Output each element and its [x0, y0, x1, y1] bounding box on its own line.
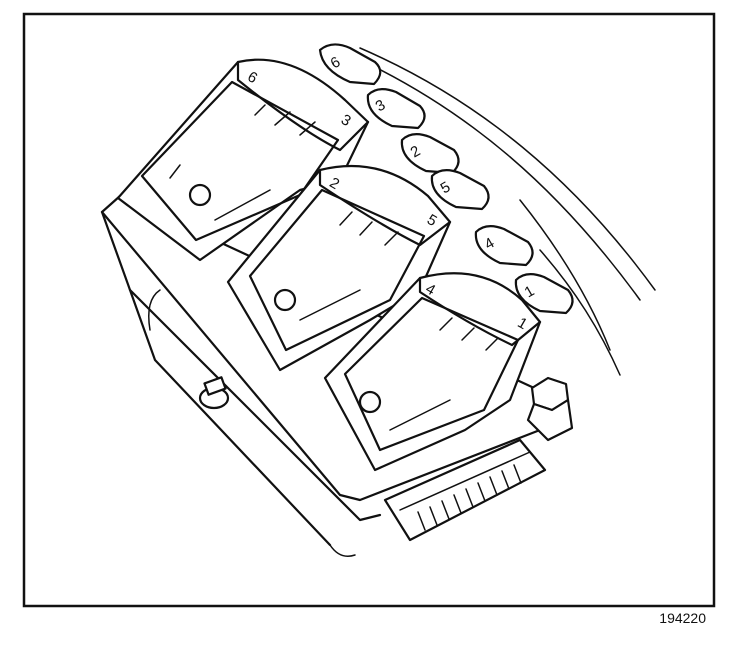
spark-plug-wires: [349, 47, 656, 376]
wire-boot-1: 1: [514, 273, 574, 315]
coil-pack-c: 4 1: [323, 272, 542, 472]
figure-code: 194220: [659, 610, 706, 626]
wire-boot-6: 6: [318, 43, 382, 86]
wire-boot-5: 5: [430, 169, 490, 211]
mounting-bolt-right: [526, 376, 574, 442]
wire-boot-3: 3: [366, 88, 426, 130]
wire-boot-4: 4: [474, 225, 534, 267]
wire-boot-2: 2: [400, 133, 460, 175]
coil-pack-a: 6 3: [116, 58, 370, 262]
mounting-bolt-left: [198, 376, 230, 410]
coil-pack-b: 2 5: [226, 164, 452, 372]
figure-frame: [22, 12, 716, 608]
module-connector: [383, 438, 547, 542]
